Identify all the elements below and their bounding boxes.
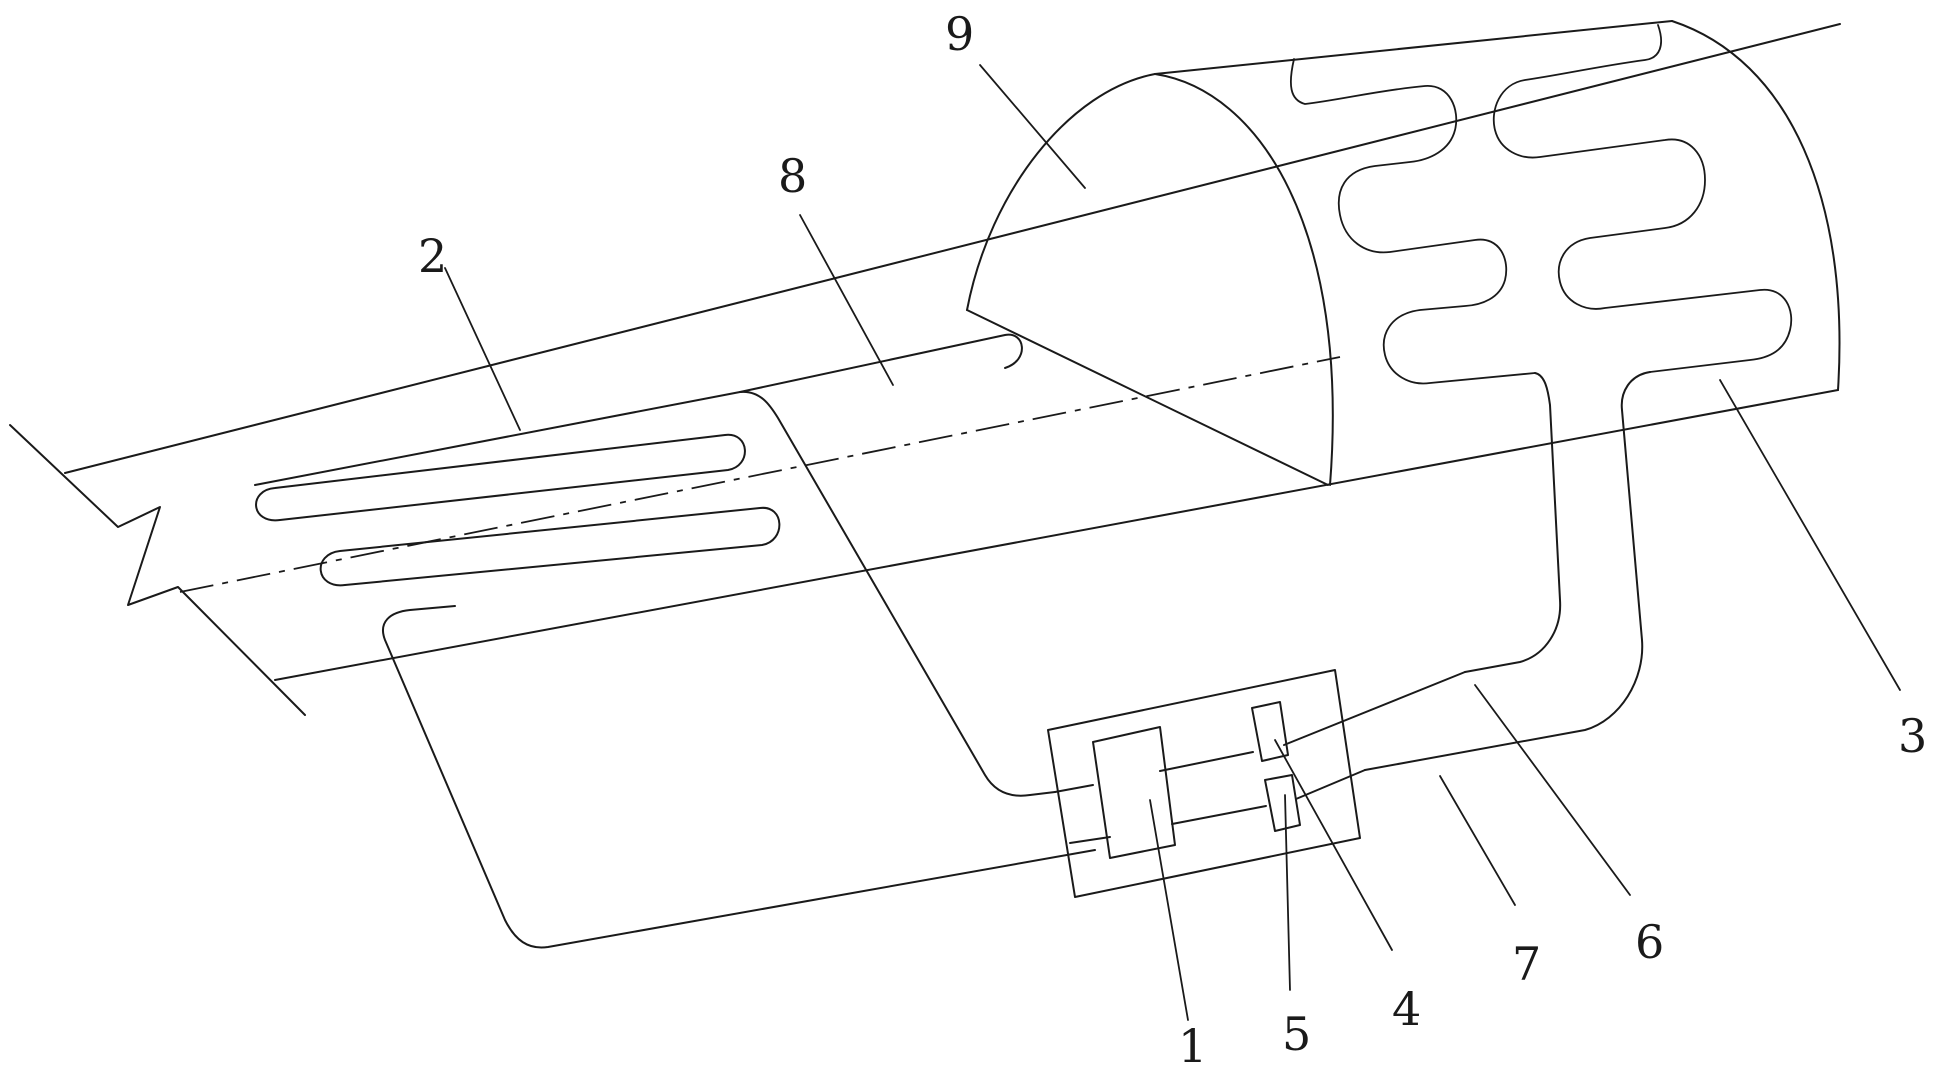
- sensor-element-lower: [1265, 775, 1300, 831]
- tube-top-edge: [65, 24, 1840, 473]
- label-3: 3: [1898, 709, 1927, 763]
- leader-2: [445, 268, 520, 430]
- center-axis-line: [180, 357, 1340, 592]
- label-9: 9: [945, 7, 974, 61]
- cutaway-cut-line: [967, 310, 1328, 485]
- label-8: 8: [778, 149, 807, 203]
- cutaway-outer-arc: [967, 74, 1155, 310]
- leader-7: [1440, 776, 1515, 905]
- coil-right-lead-inner: [1465, 373, 1560, 672]
- leader-4: [1275, 740, 1392, 950]
- leader-3: [1720, 380, 1900, 690]
- cutaway-top-seam: [1155, 21, 1672, 74]
- leader-9: [980, 65, 1085, 188]
- leader-1: [1150, 800, 1188, 1020]
- control-box: [1048, 670, 1465, 897]
- wire-right-out-upper: [1284, 672, 1465, 745]
- label-4: 4: [1392, 982, 1421, 1036]
- leader-6: [1475, 685, 1630, 895]
- tube-body: [10, 24, 1840, 715]
- coil-right-lead-outer: [1365, 372, 1650, 770]
- cutaway-inner-arc: [1155, 74, 1333, 485]
- wire-mid-lower: [1172, 806, 1266, 824]
- reference-numerals: 1 2 3 4 5 6 7 8 9: [418, 7, 1927, 1073]
- coil-left-outer-loop: [383, 606, 1095, 948]
- wire-mid-upper: [1160, 752, 1253, 771]
- coil-left-loop-upper: [256, 435, 745, 521]
- label-2: 2: [418, 229, 447, 283]
- label-1: 1: [1178, 1019, 1207, 1073]
- wire-left-in-upper: [1055, 785, 1093, 792]
- tube-bottom-edge: [275, 390, 1838, 680]
- label-6: 6: [1635, 915, 1664, 969]
- wire-left-in-lower: [1070, 837, 1110, 843]
- leader-5: [1285, 795, 1290, 990]
- control-box-outline: [1048, 670, 1360, 897]
- tube-end-cap: [1672, 21, 1840, 390]
- leader-8: [800, 215, 893, 385]
- right-heating-coil: [1291, 25, 1791, 770]
- coil-left-lead-down: [740, 392, 1055, 796]
- label-7: 7: [1512, 937, 1541, 991]
- tube-break-line: [10, 425, 305, 715]
- coil-left-loop-lower: [321, 508, 780, 585]
- cutaway-section: [967, 21, 1672, 485]
- label-5: 5: [1282, 1007, 1311, 1061]
- left-heating-coil: [255, 335, 1095, 948]
- coil-right-right-serpentine: [1494, 25, 1792, 372]
